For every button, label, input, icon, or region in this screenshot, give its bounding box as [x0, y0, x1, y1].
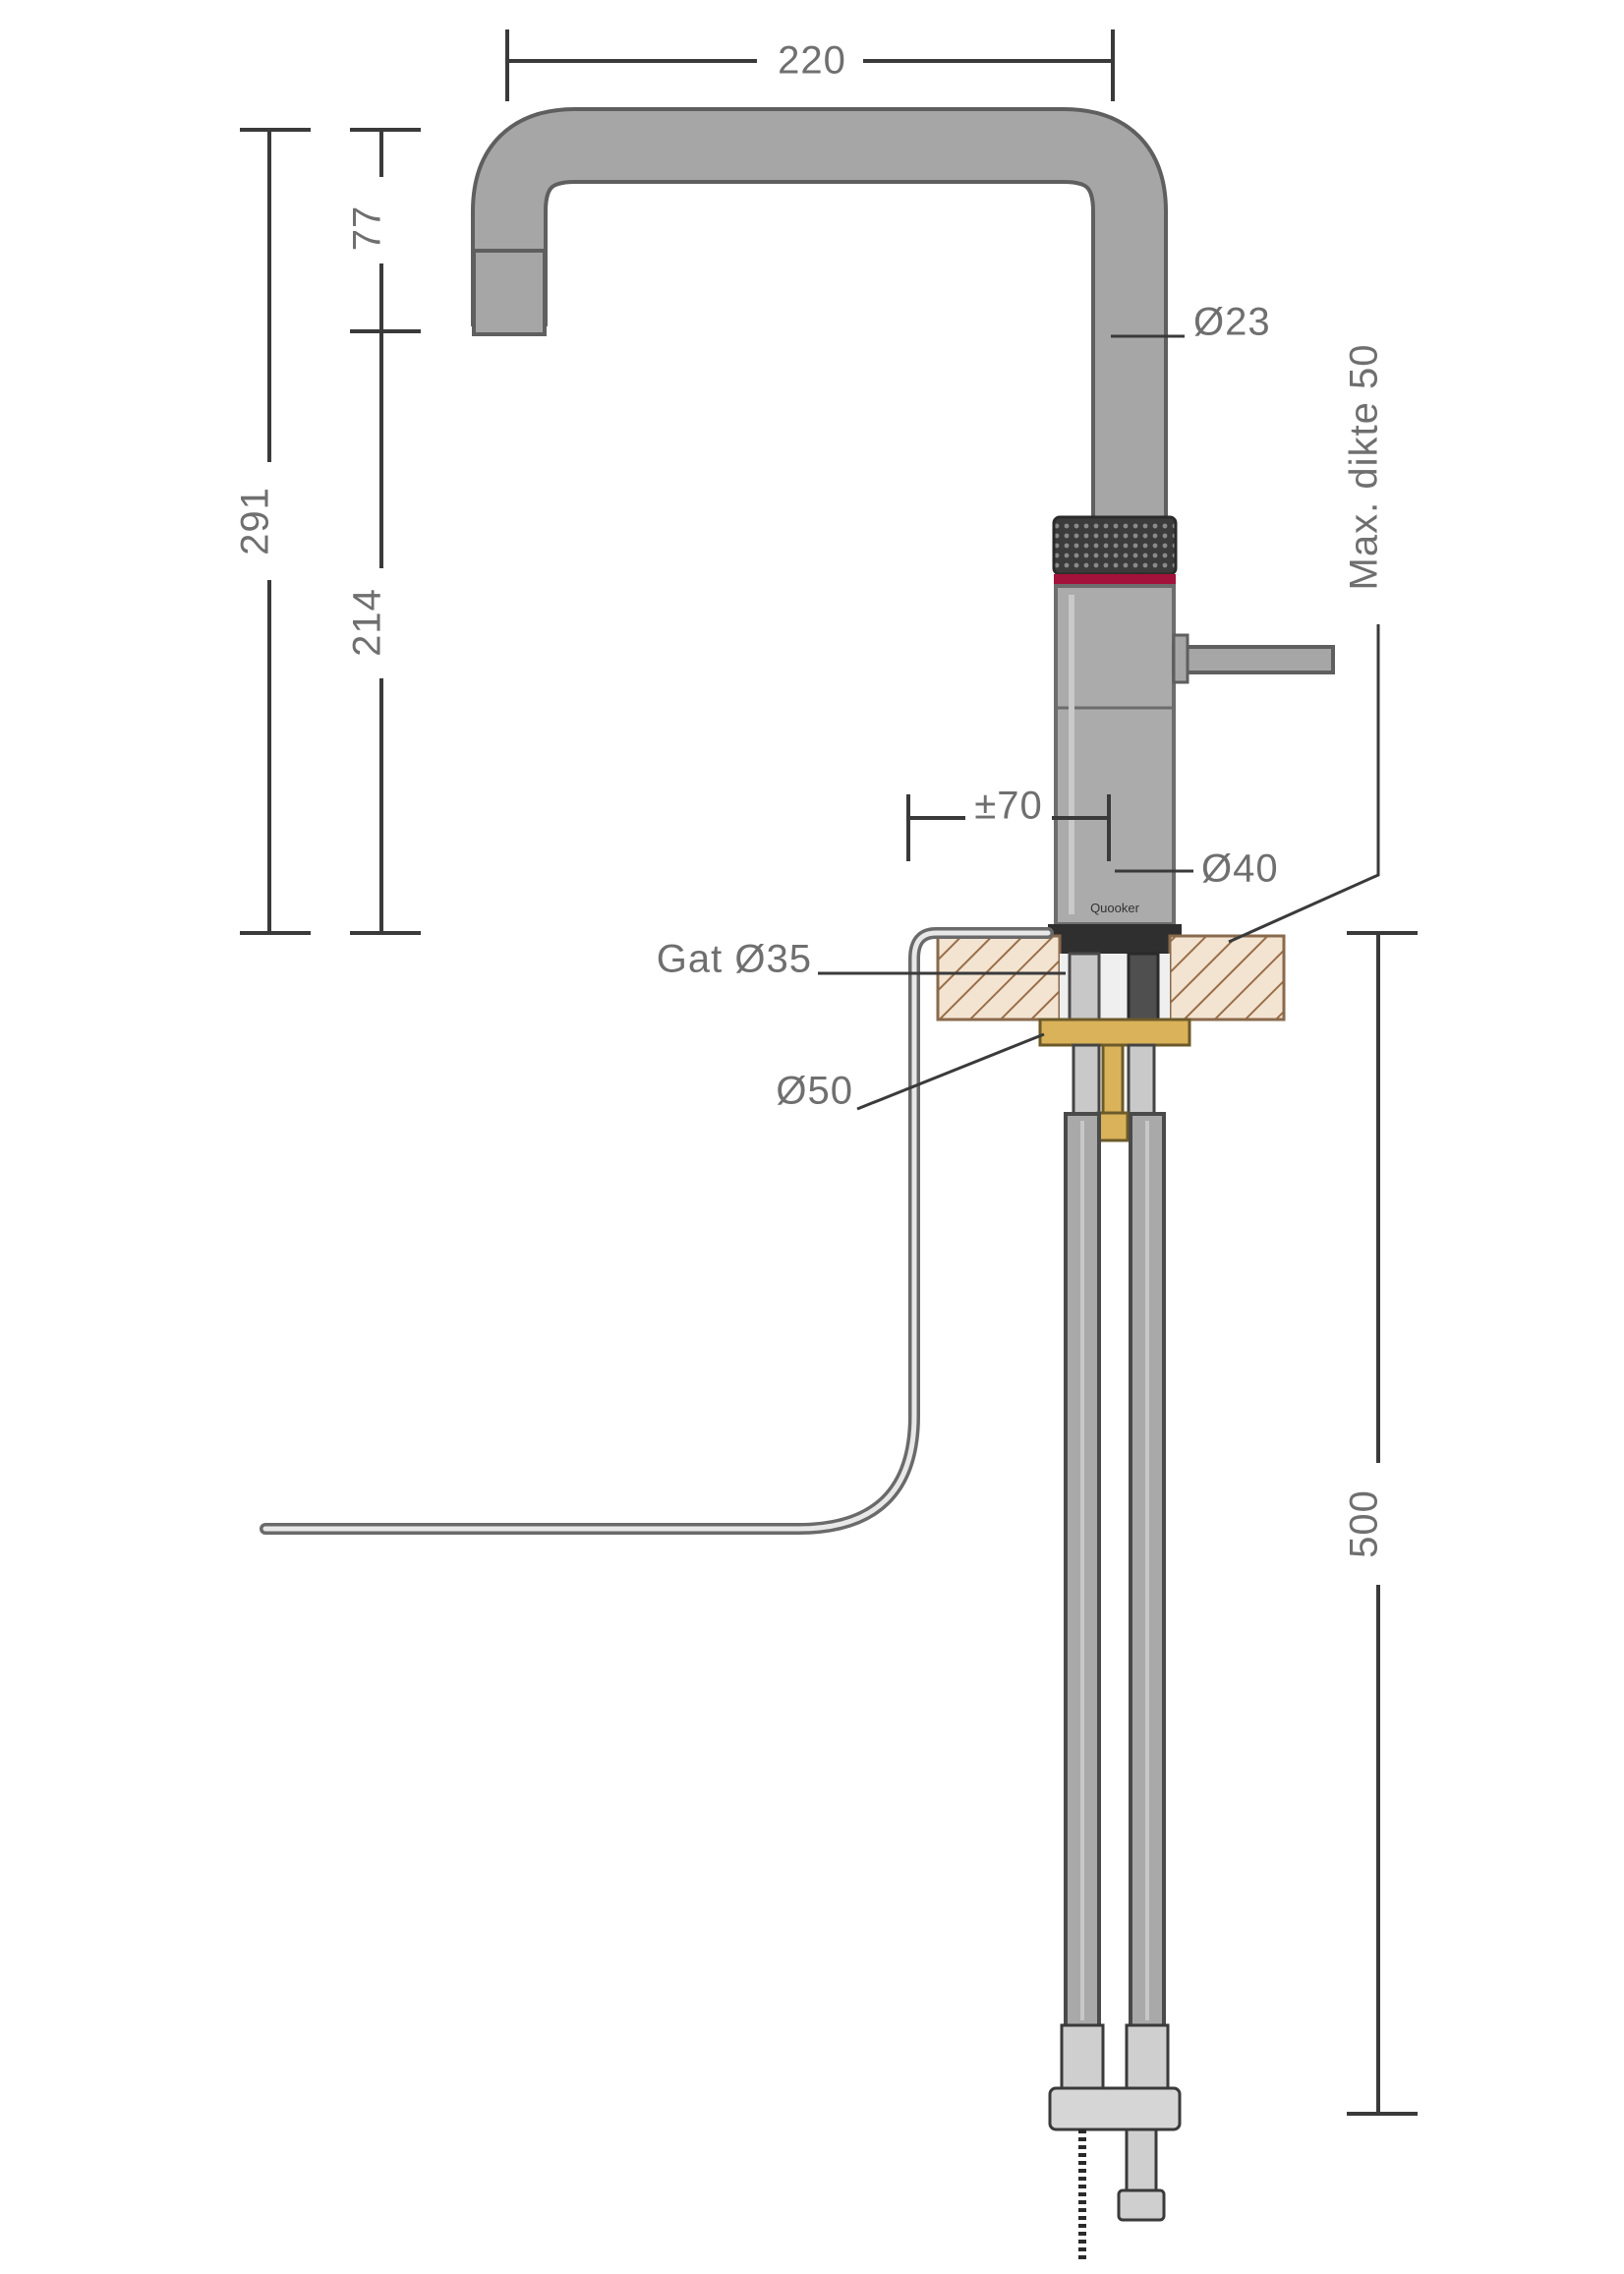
nut-right	[1127, 1043, 1156, 1116]
lever-handle	[1172, 645, 1335, 674]
fittings	[1072, 1043, 1156, 1142]
shank-right	[1127, 952, 1160, 1021]
dimension-width: 220	[505, 29, 1115, 101]
dim-width-label: 220	[778, 39, 846, 83]
tap-body	[1054, 584, 1176, 926]
lever-stem	[1172, 633, 1189, 684]
dim-lower-height-label: 214	[346, 588, 389, 657]
tap-base	[1048, 924, 1182, 954]
dim-tube-diameter-label: Ø23	[1193, 301, 1271, 344]
hose-end-nut	[1117, 2188, 1166, 2222]
shank-left	[1068, 952, 1101, 1021]
dimension-max-thickness: Max. dikte 50	[1228, 344, 1386, 944]
dim-body-diameter-label: Ø40	[1201, 847, 1279, 891]
spout-tip	[472, 249, 547, 336]
dim-flange-label: Ø50	[776, 1070, 853, 1113]
dimension-flange: Ø50	[776, 1032, 1045, 1113]
dimension-total-height: 291	[234, 128, 311, 935]
spout	[475, 111, 1164, 521]
hose-coupling-block	[1048, 2086, 1182, 2131]
knurled-ring	[1052, 515, 1178, 576]
dim-hole-label: Gat Ø35	[657, 938, 812, 981]
dimension-reach: ±70	[906, 785, 1111, 861]
countertop-right	[1168, 934, 1286, 1021]
dimension-tube-diameter: Ø23	[1111, 301, 1271, 344]
dimension-hose-length: 500	[1343, 931, 1418, 2116]
rod-nut	[1096, 1111, 1130, 1142]
brand-label: Quooker	[1090, 901, 1140, 915]
power-cable	[260, 927, 1054, 1535]
dim-max-thickness-label: Max. dikte 50	[1343, 344, 1386, 591]
hose-connector-right	[1125, 2023, 1170, 2090]
countertop-left	[936, 934, 1062, 1021]
faucet: Quooker	[471, 107, 1335, 954]
spout-outline	[471, 107, 1168, 521]
dimension-body-diameter: Ø40	[1115, 847, 1279, 891]
countertop	[936, 934, 1286, 1047]
dimension-hole: Gat Ø35	[657, 938, 1066, 981]
hose-connector-left	[1060, 2023, 1105, 2090]
dimension-segment-heights: 77 214	[346, 128, 421, 935]
hoses	[1048, 1112, 1182, 2261]
brass-flange	[1038, 1018, 1191, 1047]
dim-total-height-label: 291	[234, 487, 277, 555]
dim-spout-drop-label: 77	[346, 205, 389, 252]
nut-left	[1072, 1043, 1101, 1116]
hose-end-fitting	[1125, 2128, 1158, 2192]
dim-hose-length-label: 500	[1343, 1489, 1386, 1558]
accent-ring	[1054, 574, 1176, 586]
dim-reach-label: ±70	[974, 785, 1042, 828]
